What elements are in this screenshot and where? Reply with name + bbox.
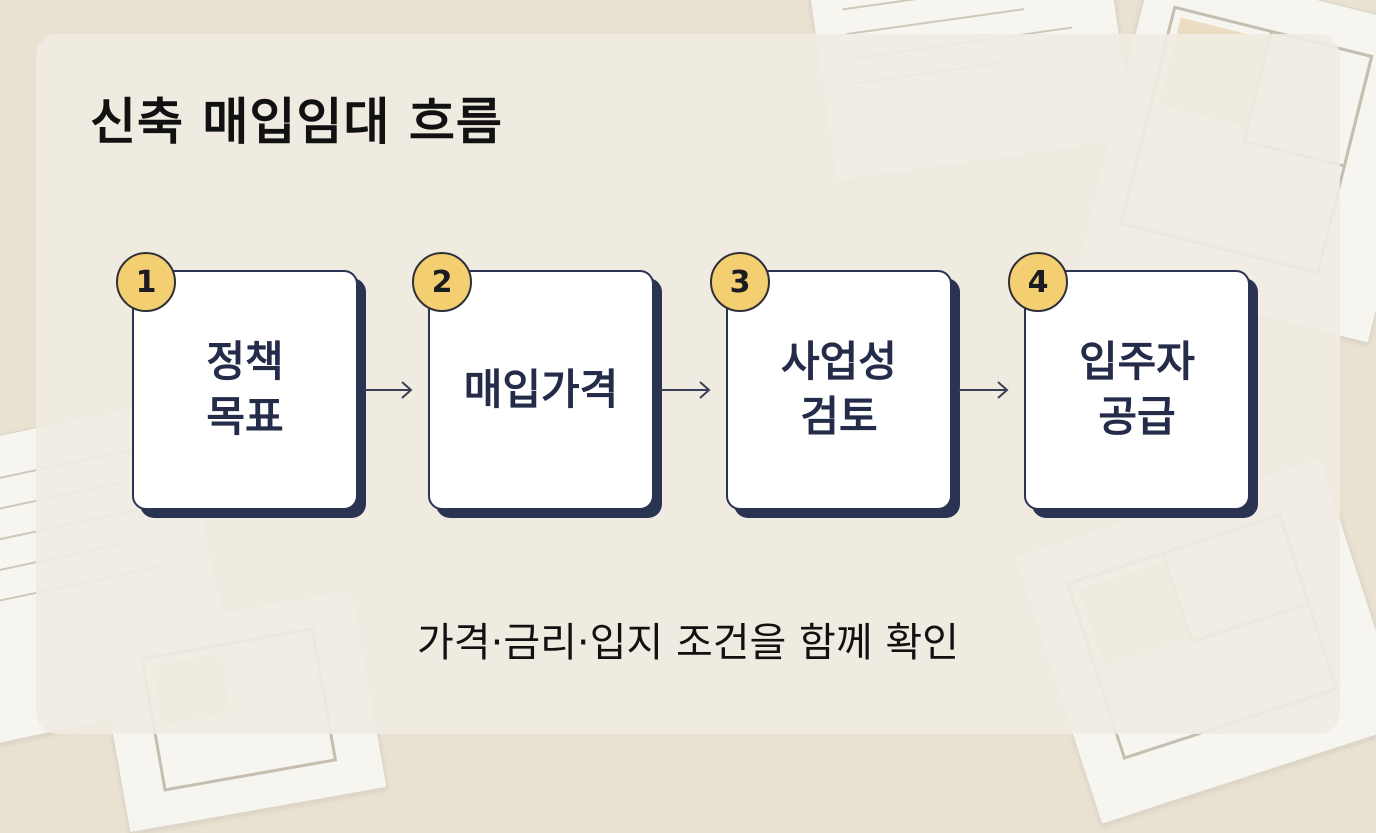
step-4-number-badge: 4 bbox=[1008, 252, 1068, 312]
arrow-right-icon bbox=[958, 381, 1009, 399]
arrow-right-icon bbox=[660, 381, 711, 399]
step-3-number-badge: 3 bbox=[710, 252, 770, 312]
step-4-label: 입주자 공급 bbox=[1079, 337, 1195, 441]
step-3-label: 사업성 검토 bbox=[781, 337, 897, 441]
step-1-number-badge: 1 bbox=[116, 252, 176, 312]
step-card-1: 정책 목표 bbox=[132, 270, 358, 510]
step-2-number-badge: 2 bbox=[412, 252, 472, 312]
step-card-3: 사업성 검토 bbox=[726, 270, 952, 510]
footer-caption: 가격·금리·입지 조건을 함께 확인 bbox=[417, 620, 959, 666]
arrow-right-icon bbox=[362, 381, 413, 399]
step-2-label: 매입가격 bbox=[463, 364, 619, 414]
step-card-4: 입주자 공급 bbox=[1024, 270, 1250, 510]
step-card-2: 매입가격 bbox=[428, 270, 654, 510]
step-1-label: 정책 목표 bbox=[206, 337, 284, 441]
page-title: 신축 매입임대 흐름 bbox=[90, 93, 503, 151]
